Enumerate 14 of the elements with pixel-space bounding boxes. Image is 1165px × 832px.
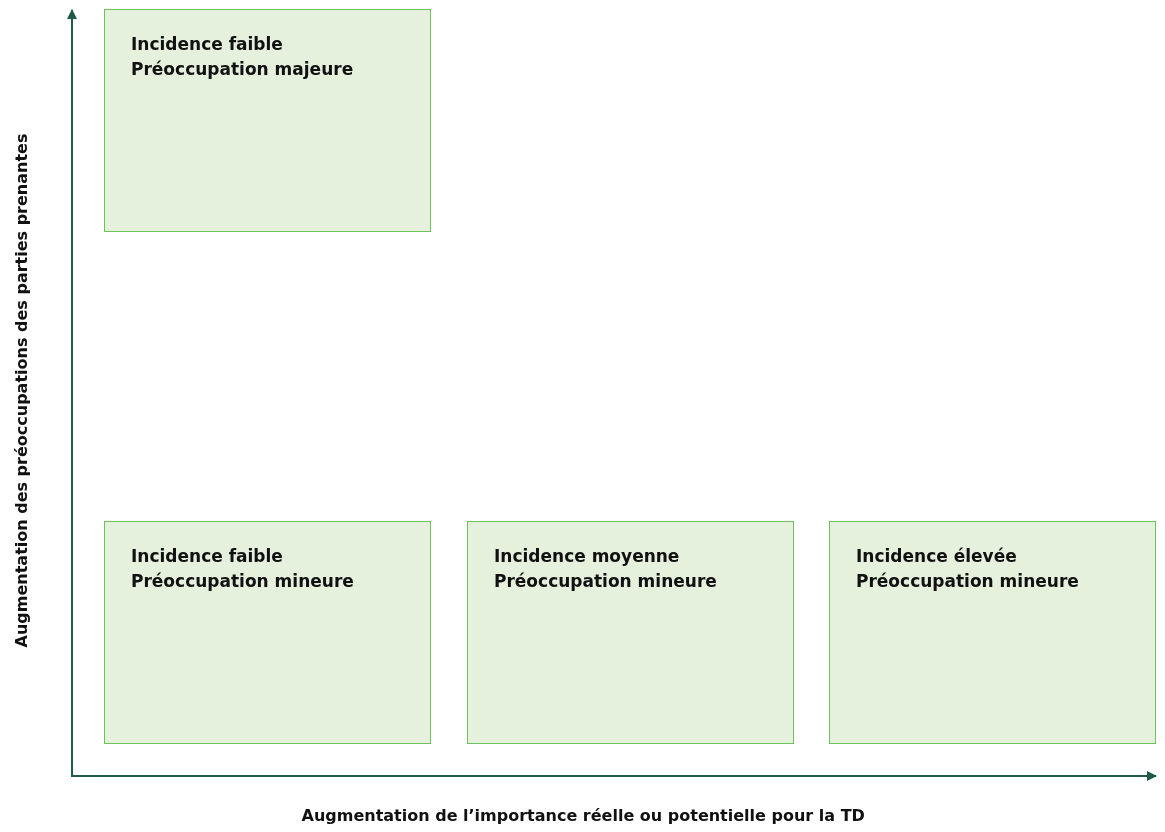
box-text: Préoccupation mineure: [494, 570, 718, 593]
box-text: Incidence faible: [131, 545, 284, 568]
y-axis-title: Augmentation des préoccupations des parties prenantes: [12, 133, 32, 647]
x-axis-title: Augmentation de l’importance réelle ou potentielle pour la TD: [301, 806, 865, 825]
quadrant-box: [467, 521, 794, 744]
quadrant-box: [104, 9, 431, 232]
quadrant-box: [104, 521, 431, 744]
box-text: Incidence faible: [131, 33, 284, 56]
box-text: Incidence élevée: [856, 545, 1018, 568]
box-text: Préoccupation mineure: [856, 570, 1080, 593]
box-text: Préoccupation mineure: [131, 570, 355, 593]
box-text: Préoccupation majeure: [131, 58, 355, 81]
box-text: Incidence moyenne: [494, 545, 681, 568]
quadrant-box: [829, 521, 1156, 744]
